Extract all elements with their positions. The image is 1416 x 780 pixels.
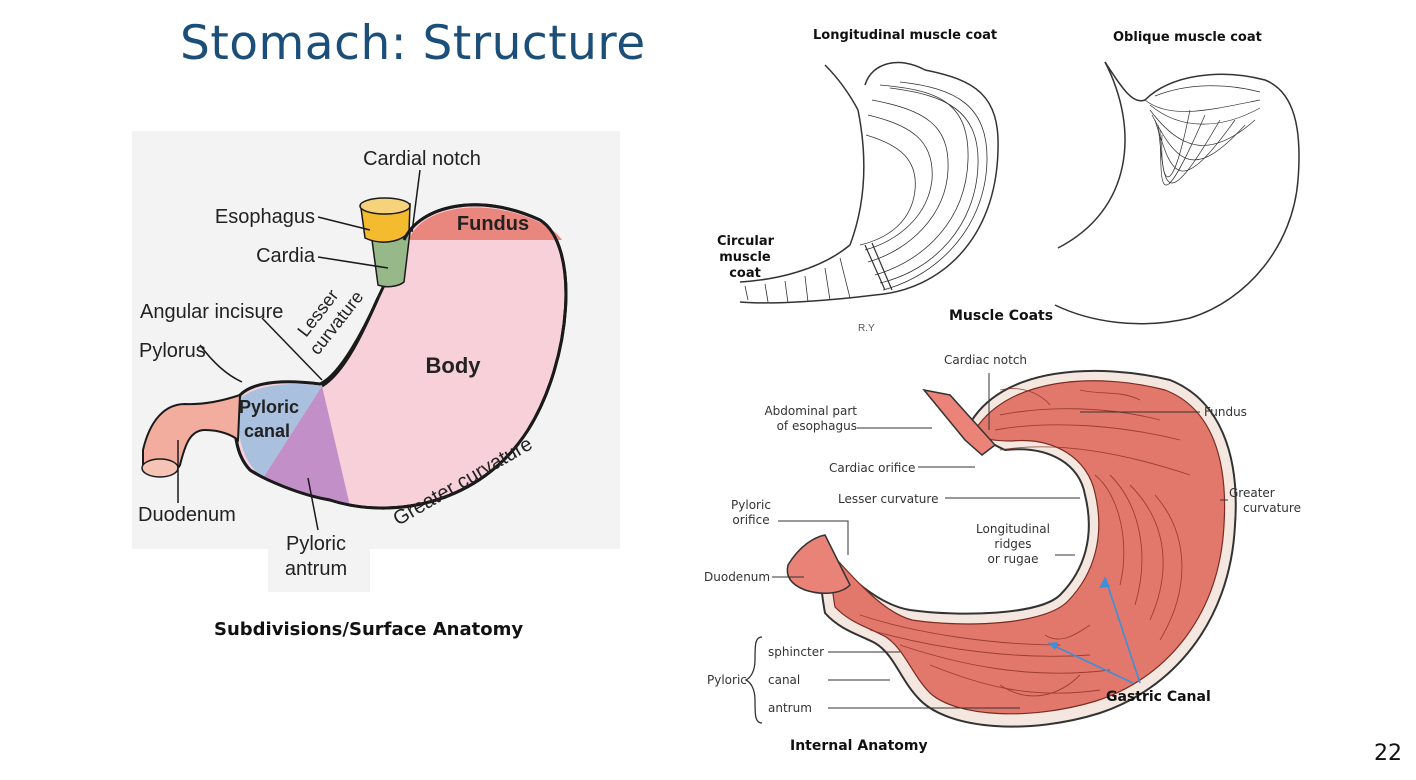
label-canal: canal xyxy=(768,673,801,687)
label-abdominal-esophagus-1: Abdominal part xyxy=(764,404,857,418)
label-pyloric-orifice: Pyloric orifice xyxy=(726,498,776,528)
esophagus-opening xyxy=(359,197,411,215)
label-fundus-internal: Fundus xyxy=(1204,405,1247,419)
label-cardiac-orifice: Cardiac orifice xyxy=(829,461,916,475)
label-esophagus: Esophagus xyxy=(215,206,315,228)
label-fundus: Fundus xyxy=(457,213,529,235)
label-antrum: antrum xyxy=(768,701,812,715)
label-cardiac-notch: Cardiac notch xyxy=(944,353,1028,367)
gastric-canal-arrowhead-1 xyxy=(1099,577,1110,588)
circular-coat-label: Circular muscle coat xyxy=(717,234,775,282)
label-duodenum: Duodenum xyxy=(138,504,236,526)
rugae-texture xyxy=(859,388,1191,697)
label-pyloric-canal-2: canal xyxy=(244,421,290,441)
circular-coat-label-2: muscle xyxy=(719,250,771,265)
label-pyloric-orifice-1: Pyloric xyxy=(731,498,771,512)
label-rugae-2: ridges xyxy=(994,537,1032,551)
duodenum-opening xyxy=(141,458,179,478)
label-cardial-notch: Cardial notch xyxy=(363,148,481,170)
label-pyloric-canal-1: Pyloric xyxy=(239,397,299,417)
surface-anatomy-diagram: Cardial notch Esophagus Cardia Fundus An… xyxy=(132,131,620,592)
label-rugae-3: or rugae xyxy=(987,552,1039,566)
muscle-artist-mark: R.Y xyxy=(858,323,875,334)
label-pyloric-antrum-1: Pyloric xyxy=(286,533,346,555)
label-duodenum-internal: Duodenum xyxy=(704,570,771,584)
muscle-coats-caption: Muscle Coats xyxy=(949,308,1054,324)
label-greater-curvature-internal-2: curvature xyxy=(1243,501,1301,515)
oblique-coat-drawing xyxy=(1054,61,1300,325)
label-sphincter: sphincter xyxy=(768,645,825,659)
label-pyloric-group: Pyloric xyxy=(707,673,747,687)
esophagus-tube xyxy=(922,388,997,456)
label-pylorus: Pylorus xyxy=(139,340,206,362)
circular-coat-label-1: Circular xyxy=(717,234,775,249)
label-rugae: Longitudinal ridges or rugae xyxy=(975,522,1051,567)
label-lesser-curvature-internal: Lesser curvature xyxy=(838,492,939,506)
pyloric-brace xyxy=(744,636,763,724)
surface-anatomy-caption: Subdivisions/Surface Anatomy xyxy=(214,619,524,640)
pyloric-antrum-region xyxy=(263,386,350,506)
antrum-label-bg xyxy=(268,530,370,592)
label-angular-incisure: Angular incisure xyxy=(140,301,283,323)
label-greater-curvature-internal: Greater curvature xyxy=(1229,486,1301,516)
label-greater-curvature-internal-1: Greater xyxy=(1229,486,1275,500)
duodenum-tube xyxy=(786,534,851,595)
circular-coat-label-3: coat xyxy=(729,266,761,281)
label-rugae-1: Longitudinal xyxy=(976,522,1050,536)
label-pyloric-antrum-2: antrum xyxy=(285,558,347,580)
label-body: Body xyxy=(426,353,482,378)
gastric-canal-arrowhead-2 xyxy=(1048,642,1058,650)
label-abdominal-esophagus: Abdominal part of esophagus xyxy=(757,404,857,434)
label-pyloric-orifice-2: orifice xyxy=(732,513,770,527)
oblique-coat-label: Oblique muscle coat xyxy=(1113,30,1262,45)
fundus-region xyxy=(410,207,562,240)
longitudinal-coat-drawing xyxy=(739,61,999,304)
muscle-coats-diagram: R.Y xyxy=(739,61,1300,334)
internal-anatomy-diagram xyxy=(744,369,1237,728)
slide-title: Stomach: Structure xyxy=(180,16,646,71)
label-cardia: Cardia xyxy=(256,245,316,267)
pyloric-canal-region xyxy=(238,383,322,478)
page-number: 22 xyxy=(1374,741,1402,766)
longitudinal-coat-label: Longitudinal muscle coat xyxy=(813,28,998,43)
label-gastric-canal: Gastric Canal xyxy=(1106,689,1211,705)
label-abdominal-esophagus-2: of esophagus xyxy=(776,419,857,433)
internal-anatomy-caption: Internal Anatomy xyxy=(790,738,928,754)
